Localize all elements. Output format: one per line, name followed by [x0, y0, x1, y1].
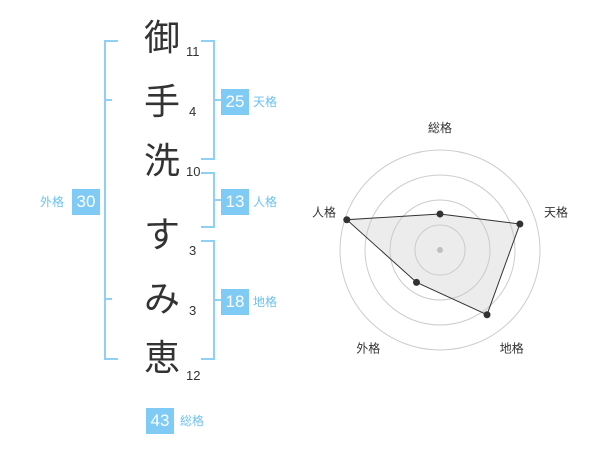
chikaku-badge: 18	[221, 289, 249, 315]
radar-ring	[414, 224, 466, 276]
radar-point-4	[412, 278, 420, 286]
radar-ring	[389, 199, 491, 301]
tenkaku-label: 天格	[253, 95, 278, 109]
gaikaku-bracket	[104, 40, 118, 360]
radar-axis-label-2: 天格	[544, 204, 568, 219]
jinkaku-label: 人格	[253, 195, 278, 209]
jinkaku-bracket	[201, 172, 215, 228]
gaikaku-badge: 30	[72, 189, 100, 215]
stroke-count-4: 3	[189, 243, 197, 258]
radar-point-2	[516, 220, 524, 228]
stroke-count-1: 11	[186, 44, 200, 59]
radar-point-5	[343, 216, 351, 224]
radar-axis-label-4: 外格	[356, 341, 380, 356]
name-char-3: 洗	[143, 141, 180, 182]
name-char-6: 恵	[143, 338, 180, 379]
radar-center-dot	[437, 247, 443, 253]
gaikaku-bracket-tick	[104, 99, 112, 101]
jinkaku-bracket-tick	[215, 199, 221, 201]
stroke-count-6: 12	[186, 368, 201, 383]
jinkaku-badge: 13	[221, 189, 249, 215]
radar-polygon	[345, 213, 521, 316]
radar-axis-label-3: 地格	[500, 341, 524, 356]
gaikaku-label: 外格	[40, 195, 65, 209]
name-char-5: み	[143, 279, 180, 320]
radar-axis-label-1: 総格	[428, 120, 452, 135]
radar-ring	[364, 174, 516, 326]
tenkaku-badge: 25	[221, 89, 249, 115]
tenkaku-bracket-tick	[215, 99, 221, 101]
stroke-count-2: 4	[189, 104, 197, 119]
soukaku-label: 総格	[180, 414, 205, 428]
stroke-count-3: 10	[186, 164, 201, 179]
chikaku-bracket	[201, 240, 215, 360]
name-char-2: 手	[143, 82, 180, 123]
radar-ring	[339, 149, 541, 351]
radar-point-1	[436, 210, 444, 218]
gaikaku-bracket-tick	[104, 298, 112, 300]
name-char-1: 御	[143, 18, 180, 59]
chikaku-bracket-tick	[215, 299, 221, 301]
soukaku-badge: 43	[146, 408, 174, 434]
radar-point-3	[483, 311, 491, 319]
stroke-count-5: 3	[189, 303, 197, 318]
radar-axis-label-5: 人格	[312, 204, 336, 219]
chikaku-label: 地格	[253, 295, 278, 309]
tenkaku-bracket	[201, 40, 215, 160]
name-char-4: す	[143, 215, 180, 256]
